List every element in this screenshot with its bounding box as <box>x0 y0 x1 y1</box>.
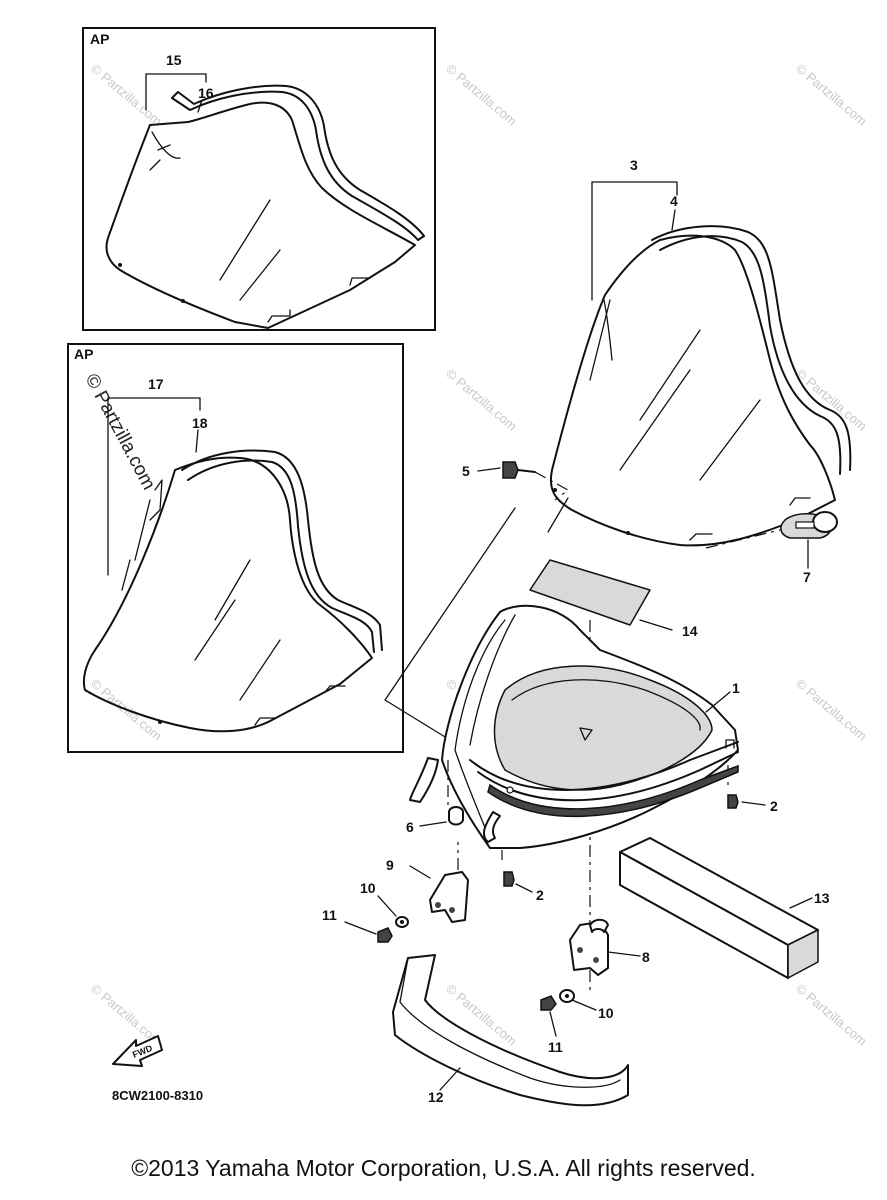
washer-10-right: 10 <box>559 989 614 1021</box>
trim-18 <box>181 449 383 651</box>
nut-11-left: 11 <box>322 907 393 943</box>
foam-13: 13 <box>619 837 830 979</box>
callout-9: 9 <box>386 857 394 873</box>
windshield-assembly: 3 4 <box>550 157 852 547</box>
callout-12: 12 <box>428 1089 444 1105</box>
trim-16 <box>171 90 419 241</box>
callout-8: 8 <box>642 949 650 965</box>
fwd-arrow: FWD <box>112 1035 163 1067</box>
inset-box-top: AP 15 16 <box>82 27 436 331</box>
bracket-9: 9 <box>386 842 469 923</box>
inset-label: AP <box>74 346 93 362</box>
watermark: © Partzilla.com <box>793 676 870 744</box>
watermark: © Partzilla.com <box>443 366 520 434</box>
side-trim <box>409 757 449 808</box>
windshield-17 <box>82 456 373 733</box>
guide-line <box>384 497 569 741</box>
callout-4: 4 <box>670 193 678 209</box>
callout-11: 11 <box>322 907 337 923</box>
callout-2: 2 <box>536 887 544 903</box>
callout-18: 18 <box>192 415 208 431</box>
washer-10-left: 10 <box>360 880 409 928</box>
watermark: © Partzilla.com <box>443 61 520 129</box>
callout-17: 17 <box>148 376 164 392</box>
callout-6: 6 <box>406 819 414 835</box>
callout-14: 14 <box>682 623 698 639</box>
bracket-8: 8 <box>569 918 650 976</box>
inset-box-left: AP 17 18 <box>67 343 404 753</box>
bolt-5: 5 <box>462 461 570 501</box>
copyright-notice: ©2013 Yamaha Motor Corporation, U.S.A. A… <box>131 1155 756 1181</box>
trim-4 <box>651 225 852 471</box>
watermark: © Partzilla.com <box>88 61 165 129</box>
callout-10: 10 <box>360 880 376 896</box>
callout-5: 5 <box>462 463 470 479</box>
bolt-2-right: 2 <box>727 794 778 814</box>
callout-10: 10 <box>598 1005 614 1021</box>
callout-3: 3 <box>630 157 638 173</box>
windshield-15 <box>105 101 416 329</box>
cowl-1: 1 <box>441 604 740 849</box>
callout-15: 15 <box>166 52 182 68</box>
watermark: © Partzilla.com <box>793 981 870 1049</box>
callout-11: 11 <box>548 1039 563 1055</box>
callout-2: 2 <box>770 798 778 814</box>
callout-7: 7 <box>803 569 811 585</box>
clip-7: 7 <box>705 511 838 585</box>
diagram-code: 8CW2100-8310 <box>112 1088 203 1103</box>
nut-11-right: 11 <box>540 995 563 1055</box>
callout-1: 1 <box>732 680 740 696</box>
watermark: © Partzilla.com <box>793 61 870 129</box>
callout-13: 13 <box>814 890 830 906</box>
bolt-2-center: 2 <box>503 871 544 903</box>
inset-label: AP <box>90 31 109 47</box>
trim-12: 12 <box>392 954 629 1107</box>
grommet-6: 6 <box>406 806 501 843</box>
